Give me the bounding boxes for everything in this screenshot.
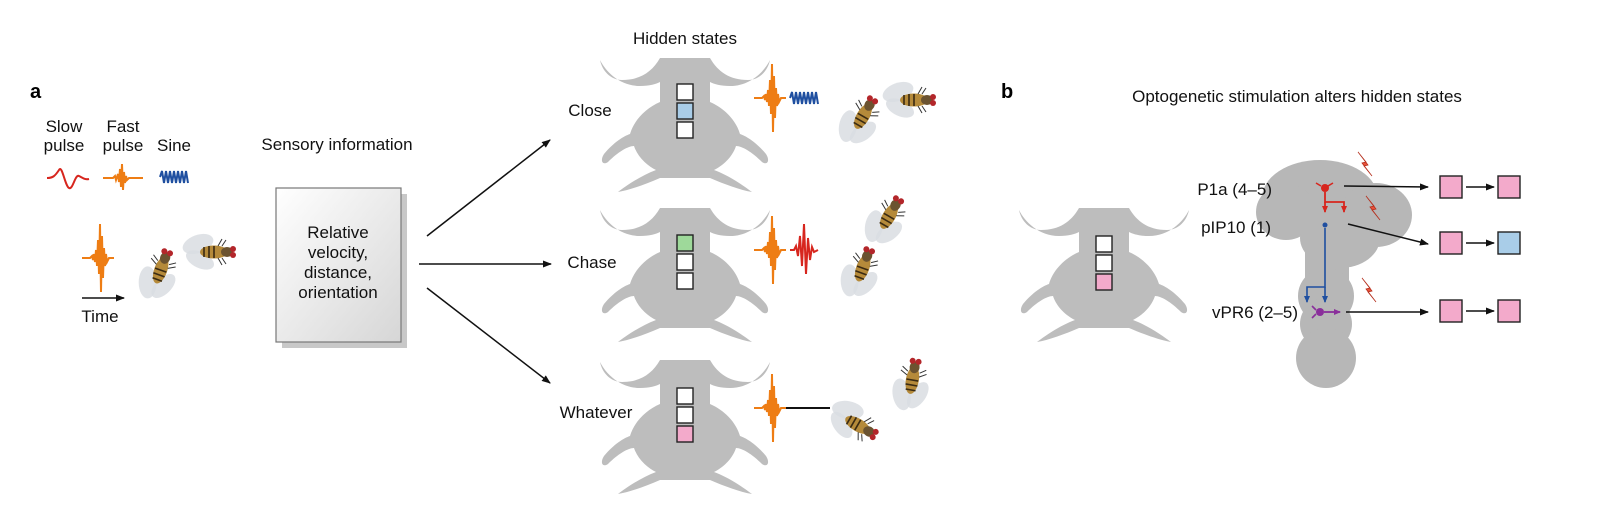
transition-to-0 (1497, 175, 1521, 199)
chase-fly-male (852, 185, 920, 258)
whatever-fast-pulse (753, 373, 787, 443)
close-sine (789, 91, 819, 105)
state-box-stacks (676, 83, 694, 443)
sensory-title: Sensory information (261, 135, 412, 154)
hidden-states-title: Hidden states (633, 29, 737, 48)
neuron-pip10-label: pIP10 (1) (1201, 218, 1271, 237)
transition-from-0 (1439, 175, 1463, 199)
close-fly-male (879, 77, 937, 123)
neuron-p1a (1315, 182, 1347, 213)
panel-b-title: Optogenetic stimulation alters hidden st… (1132, 87, 1462, 106)
neuron-vpr6 (1311, 305, 1341, 319)
panel-a-letter: a (30, 81, 42, 103)
sensory-box (275, 187, 402, 343)
state-box-1-1 (676, 253, 694, 271)
state-chase-label: Chase (567, 253, 616, 272)
state-box-0-2 (676, 121, 694, 139)
fast-pulse-label-1: Fast (106, 117, 139, 136)
state-whatever-label: Whatever (560, 403, 633, 422)
state-box-0-0 (676, 83, 694, 101)
fly-male (179, 229, 237, 275)
state-box-0-1 (676, 102, 694, 120)
pip10-output-arrow (1347, 223, 1429, 246)
transition-from-1 (1439, 231, 1463, 255)
fly-female (127, 241, 190, 311)
state-transitions (1439, 175, 1521, 323)
transition-to-2 (1497, 299, 1521, 323)
arrow-to-whatever (426, 287, 551, 384)
slow-pulse-label-1: Slow (46, 117, 84, 136)
fast-pulse-waveform (102, 163, 144, 191)
state-box-2-1 (676, 406, 694, 424)
panel-b-letter: b (1001, 81, 1013, 103)
state-box-2-0 (676, 387, 694, 405)
arrow-to-close (426, 139, 551, 237)
time-label: Time (81, 307, 118, 326)
fast-pulse-label-2: pulse (103, 136, 144, 155)
sensory-box-line-2: velocity, (308, 243, 368, 262)
slow-pulse-waveform (46, 167, 90, 190)
panel-b-state-stack (1095, 235, 1113, 291)
sine-label: Sine (157, 136, 191, 155)
panel-b-state-box-0 (1095, 235, 1113, 253)
sensory-box-line-1: Relative (307, 223, 368, 242)
neuron-pip10 (1304, 222, 1328, 303)
close-fast-pulse (753, 63, 787, 133)
sensory-box-line-4: orientation (298, 283, 377, 302)
p1a-output-arrow (1343, 183, 1429, 191)
neuron-p1a-label: P1a (4–5) (1197, 180, 1272, 199)
state-close-label: Close (568, 101, 611, 120)
state-box-1-2 (676, 272, 694, 290)
transition-from-2 (1439, 299, 1463, 323)
slow-pulse-label-2: pulse (44, 136, 85, 155)
panel-b-state-box-1 (1095, 254, 1113, 272)
neuron-vpr6-label: vPR6 (2–5) (1212, 303, 1298, 322)
panel-b-state-box-2 (1095, 273, 1113, 291)
chase-fly-female (829, 239, 892, 309)
sensory-box-line-3: distance, (304, 263, 372, 282)
stim-bolt-vpr6 (1361, 277, 1377, 303)
input-fast-pulse (81, 223, 115, 293)
state-box-2-2 (676, 425, 694, 443)
sine-waveform (159, 170, 189, 184)
state-box-1-0 (676, 234, 694, 252)
whatever-fly-male (884, 353, 939, 419)
brain-diagram (1256, 160, 1412, 388)
transition-to-1 (1497, 231, 1521, 255)
whatever-fly-female (816, 388, 889, 456)
chase-slow-pulse (789, 223, 819, 275)
